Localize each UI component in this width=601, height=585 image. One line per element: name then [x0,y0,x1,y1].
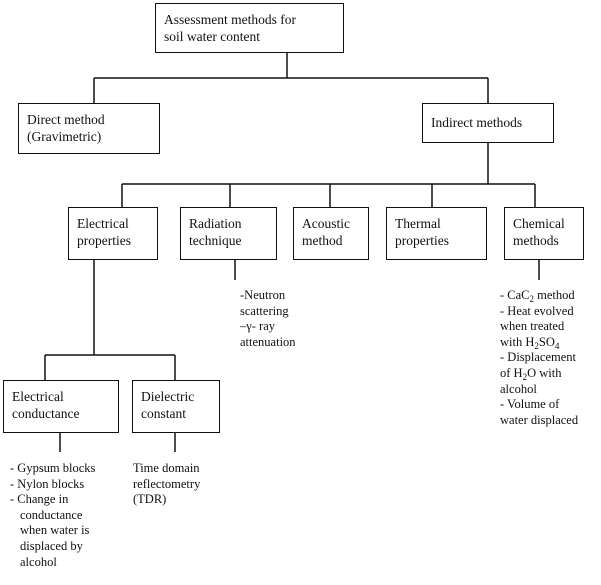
thermal-properties-line-1: Thermal [395,216,441,231]
dielectric-note: reflectometry [133,476,201,491]
dielectric-constant-line-1: Dielectric [141,389,195,404]
chemical-note: - CaC2 method [500,288,575,304]
radiation-technique-line-1: Radiation [189,216,242,231]
radiation-technique-box: Radiation technique [180,207,277,260]
conductance-note: when water is [20,523,90,538]
radiation-note: -Neutron [240,288,286,302]
acoustic-method-box: Acoustic method [293,207,369,260]
acoustic-method-line-2: method [302,233,343,248]
radiation-note: attenuation [240,334,296,349]
indirect-methods-box: Indirect methods [422,103,554,143]
dielectric-constant-box: Dielectric constant [132,380,220,433]
direct-method-box: Direct method (Gravimetric) [18,103,160,154]
chemical-note: alcohol [500,381,537,396]
chemical-note: - Volume of [500,397,560,412]
direct-method-line-1: Direct method [27,112,105,127]
thermal-properties-line-2: properties [395,233,449,248]
conductance-note: - Change in [10,492,69,507]
radiation-note: –γ- ray [240,319,276,334]
conductance-note: alcohol [20,554,57,569]
conductance-note: displaced by [20,538,83,553]
conductance-note: - Gypsum blocks [10,461,96,475]
radiation-notes: -Neutron scattering –γ- ray attenuation [240,288,296,350]
root-box: Assessment methods for soil water conten… [155,3,344,53]
electrical-properties-box: Electrical properties [68,207,158,260]
acoustic-method-line-1: Acoustic [302,216,350,231]
dielectric-note: (TDR) [133,492,167,507]
chemical-note: - Heat evolved [500,303,574,318]
conductance-note: - Nylon blocks [10,476,85,491]
conductance-note: conductance [20,507,83,522]
chemical-note: water displaced [500,412,579,427]
root-title-line-2: soil water content [164,29,260,44]
direct-method-line-2: (Gravimetric) [27,129,102,144]
radiation-note: scattering [240,303,289,318]
dielectric-constant-line-2: constant [141,406,186,421]
chemical-methods-line-2: methods [513,233,559,248]
electrical-properties-line-1: Electrical [77,216,129,231]
electrical-conductance-line-2: conductance [12,406,80,421]
chemical-note: when treated [500,319,565,334]
electrical-conductance-box: Electrical conductance [3,380,119,433]
chemical-note: of H2O with [500,365,562,382]
chemical-note: with H2SO4 [500,334,560,351]
dielectric-note: Time domain [133,461,200,475]
chemical-note: - Displacement [500,350,577,365]
dielectric-notes: Time domain reflectometry (TDR) [133,461,200,508]
root-title-line-1: Assessment methods for [164,12,296,27]
conductance-notes: - Gypsum blocks - Nylon blocks - Change … [10,461,95,570]
thermal-properties-box: Thermal properties [386,207,487,260]
chemical-notes: - CaC2 method - Heat evolved when treate… [500,288,578,428]
electrical-conductance-line-1: Electrical [12,389,64,404]
electrical-properties-line-2: properties [77,233,131,248]
indirect-methods-label: Indirect methods [431,115,523,130]
radiation-technique-line-2: technique [189,233,242,248]
chemical-methods-box: Chemical methods [504,207,584,260]
chemical-methods-line-1: Chemical [513,216,565,231]
